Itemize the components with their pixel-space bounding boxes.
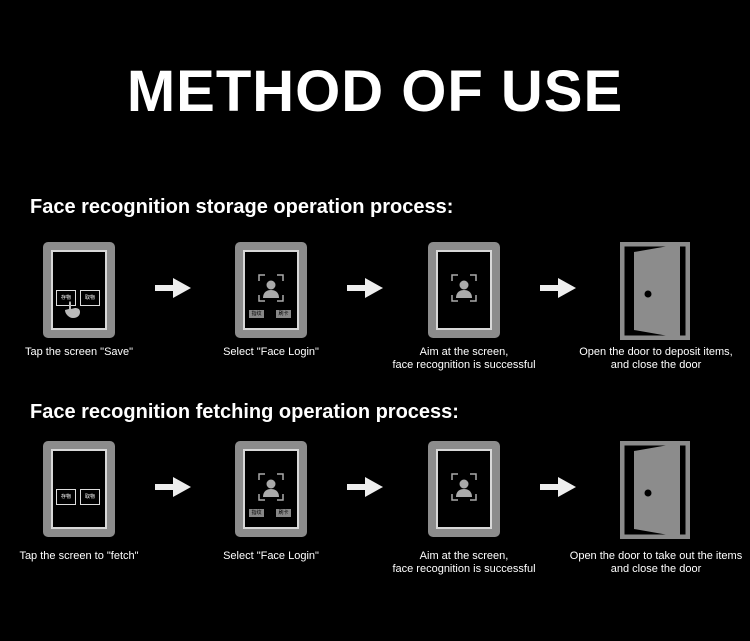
step-caption: Tap the screen to "fetch"	[19, 550, 139, 562]
card-tag: 刷卡	[276, 310, 291, 318]
step-caption: Aim at the screen, face recognition is s…	[392, 550, 536, 575]
kiosk-screen-step-1: 存物取物	[43, 441, 115, 537]
kiosk-display: 指纹 刷卡	[243, 250, 299, 330]
kiosk-display: 存物取物	[51, 449, 107, 529]
hand-pointer-icon	[63, 299, 83, 324]
step-caption: Tap the screen "Save"	[24, 346, 134, 358]
face-recognition-icon	[258, 274, 284, 302]
arrow-right-icon	[347, 278, 383, 298]
kiosk-display	[436, 250, 492, 330]
save-screen-button: 存物	[56, 290, 76, 306]
step-caption: Aim at the screen, face recognition is s…	[392, 346, 536, 371]
section-heading: Face recognition storage operation proce…	[30, 196, 454, 218]
face-recognition-icon	[258, 473, 284, 501]
step-caption: Open the door to deposit items, and clos…	[579, 346, 733, 371]
fingerprint-tag: 指纹	[249, 509, 264, 517]
arrow-right-icon	[155, 278, 191, 298]
fetch-screen-button: 取物	[80, 290, 100, 306]
arrow-right-icon	[540, 477, 576, 497]
kiosk-screen-step-2: 指纹 刷卡	[235, 441, 307, 537]
kiosk-display: 指纹 刷卡	[243, 449, 299, 529]
step-caption: Select "Face Login"	[223, 550, 319, 562]
kiosk-screen-step-2: 指纹 刷卡	[235, 242, 307, 338]
arrow-right-icon	[347, 477, 383, 497]
face-recognition-icon	[451, 274, 477, 302]
step-caption: Select "Face Login"	[223, 346, 319, 358]
arrow-right-icon	[155, 477, 191, 497]
section-heading: Face recognition fetching operation proc…	[30, 401, 459, 423]
card-tag: 刷卡	[276, 509, 291, 517]
fetch-screen-button: 取物	[80, 489, 100, 505]
open-door-icon	[619, 241, 691, 341]
kiosk-screen-step-1: 存物取物	[43, 242, 115, 338]
kiosk-display	[436, 449, 492, 529]
page-title: METHOD OF USE	[126, 59, 624, 124]
kiosk-display: 存物取物	[51, 250, 107, 330]
kiosk-screen-step-3	[428, 242, 500, 338]
open-door-icon	[619, 440, 691, 540]
step-caption: Open the door to take out the items and …	[569, 550, 743, 575]
kiosk-screen-step-3	[428, 441, 500, 537]
save-screen-button: 存物	[56, 489, 76, 505]
fingerprint-tag: 指纹	[249, 310, 264, 318]
face-recognition-icon	[451, 473, 477, 501]
arrow-right-icon	[540, 278, 576, 298]
